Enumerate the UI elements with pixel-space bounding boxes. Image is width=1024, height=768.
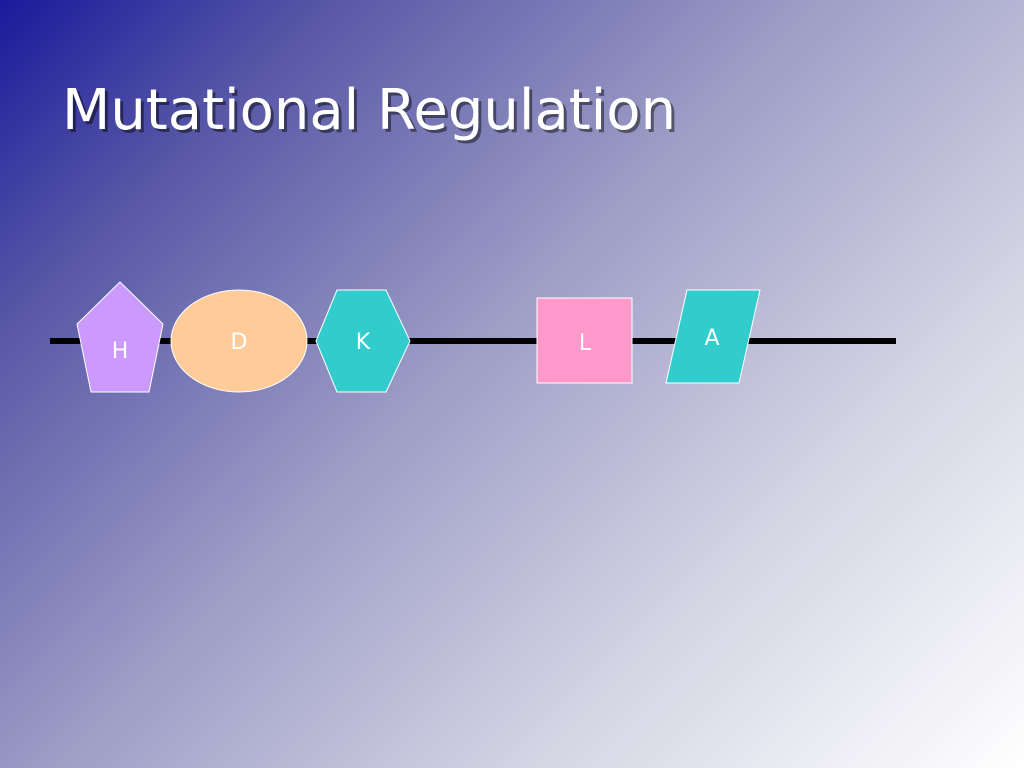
segment-d-label: D <box>231 330 248 355</box>
segment-k: K <box>315 289 411 393</box>
parallelogram-shape <box>665 289 761 384</box>
ellipse-shape <box>170 289 308 393</box>
segment-k-label: K <box>356 330 371 355</box>
segment-l: L <box>536 297 633 384</box>
pentagon-shape <box>76 281 164 393</box>
segment-a: A <box>665 289 761 384</box>
segment-l-label: L <box>579 331 592 356</box>
segment-a-label: A <box>704 326 719 351</box>
slide-title: Mutational Regulation <box>62 78 677 143</box>
segment-h-label: H <box>112 339 129 364</box>
segment-h: H <box>76 281 164 393</box>
square-shape <box>536 297 633 384</box>
segment-d: D <box>170 289 308 393</box>
hexagon-shape <box>315 289 411 393</box>
